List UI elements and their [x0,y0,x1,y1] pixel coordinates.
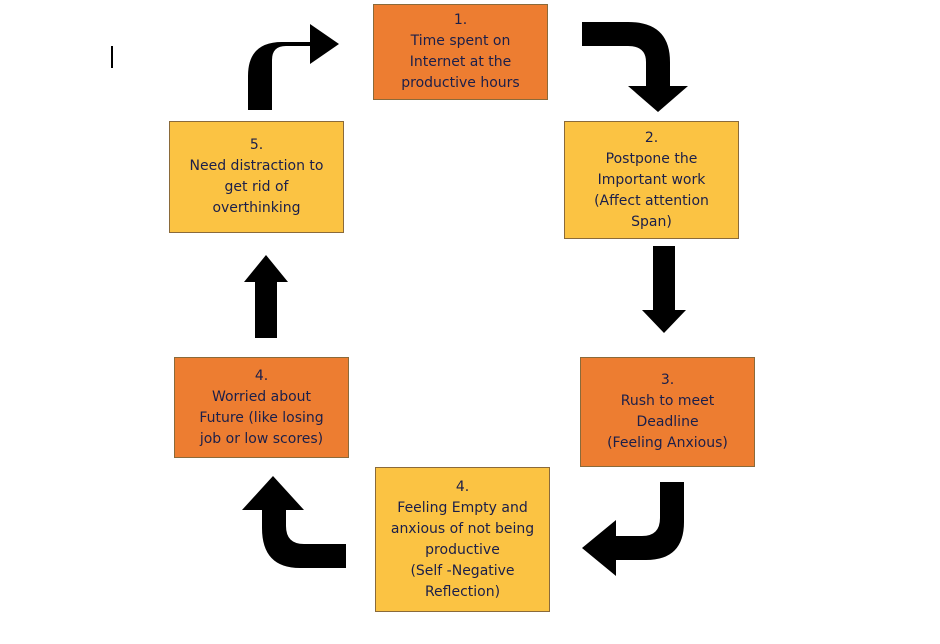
step-1-line: productive hours [401,75,520,91]
step-4a-line: anxious of not being [390,520,535,537]
step-1-line: 1. [453,12,468,28]
step-4a-line: productive [425,541,500,558]
step-3-line: Deadline [636,414,699,430]
step-3-box: 3. Rush to meet Deadline (Feeling Anxiou… [580,357,755,467]
step-1-line: Internet at the [409,54,512,70]
step-2-box: 2. Postpone the Important work (Affect a… [564,121,739,239]
step-5-line: Need distraction to [189,158,324,174]
step-4b-line: Worried about [211,388,312,405]
step-2-line: Span) [631,213,672,230]
step-4b-line: 4. [254,367,269,384]
step-4-feeling-empty-box: 4. Feeling Empty and anxious of not bein… [375,467,550,612]
step-5-line: overthinking [212,200,301,216]
step-3-line: Rush to meet [620,393,715,409]
step-3-line: 3. [660,372,675,388]
step-4a-line: (Self -Negative [410,562,515,579]
curved-arrow-up-icon [242,476,346,568]
step-1-box: 1. Time spent on Internet at the product… [373,4,548,100]
step-4b-line: Future (like losing [199,409,324,426]
text-cursor [111,46,113,68]
step-4a-line: Reflection) [424,583,501,600]
arrow-up-icon [244,255,288,338]
step-5-line: 5. [249,137,264,153]
curved-arrow-left-icon [582,482,684,576]
step-5-line: get rid of [224,179,289,195]
step-2-line: Postpone the [605,150,698,167]
step-3-line: (Feeling Anxious) [607,435,728,451]
curved-arrow-down-icon [582,22,688,112]
step-4-worried-box: 4. Worried about Future (like losing job… [174,357,349,458]
step-4b-line: job or low scores) [199,430,324,447]
step-2-line: 2. [644,129,659,146]
step-4a-line: Feeling Empty and [397,499,528,516]
step-4a-line: 4. [455,478,470,495]
step-2-line: Important work [597,171,706,188]
arrow-down-icon [642,246,686,333]
curved-arrow-right-icon [248,24,339,110]
step-5-box: 5. Need distraction to get rid of overth… [169,121,344,233]
step-2-line: (Affect attention [594,192,709,209]
step-1-line: Time spent on [410,33,511,49]
